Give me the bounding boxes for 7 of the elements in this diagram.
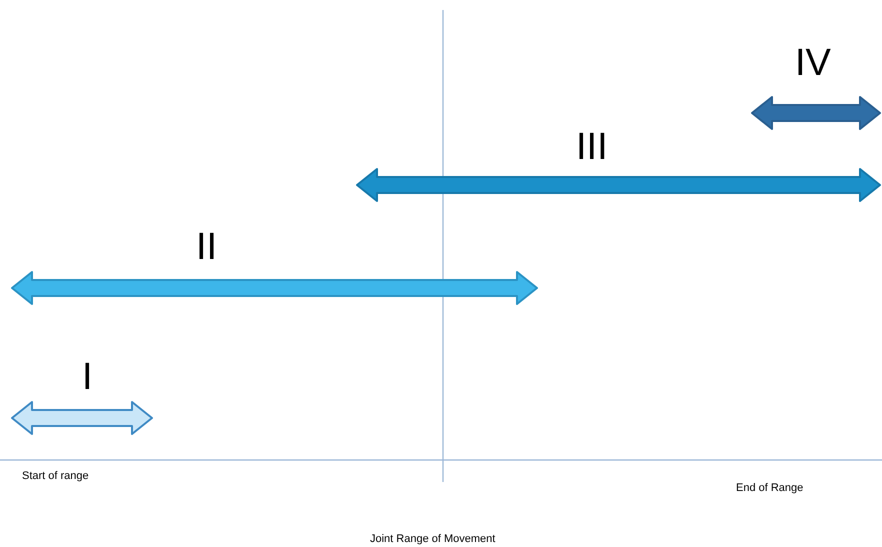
grade-label: II — [196, 226, 218, 269]
grade-label: III — [576, 126, 608, 169]
axis-label: Joint Range of Movement — [370, 533, 496, 545]
grade-label: I — [82, 356, 93, 399]
axis-label: End of Range — [736, 482, 804, 494]
grade-label: IV — [795, 42, 831, 85]
axis-label: Start of range — [22, 470, 89, 482]
